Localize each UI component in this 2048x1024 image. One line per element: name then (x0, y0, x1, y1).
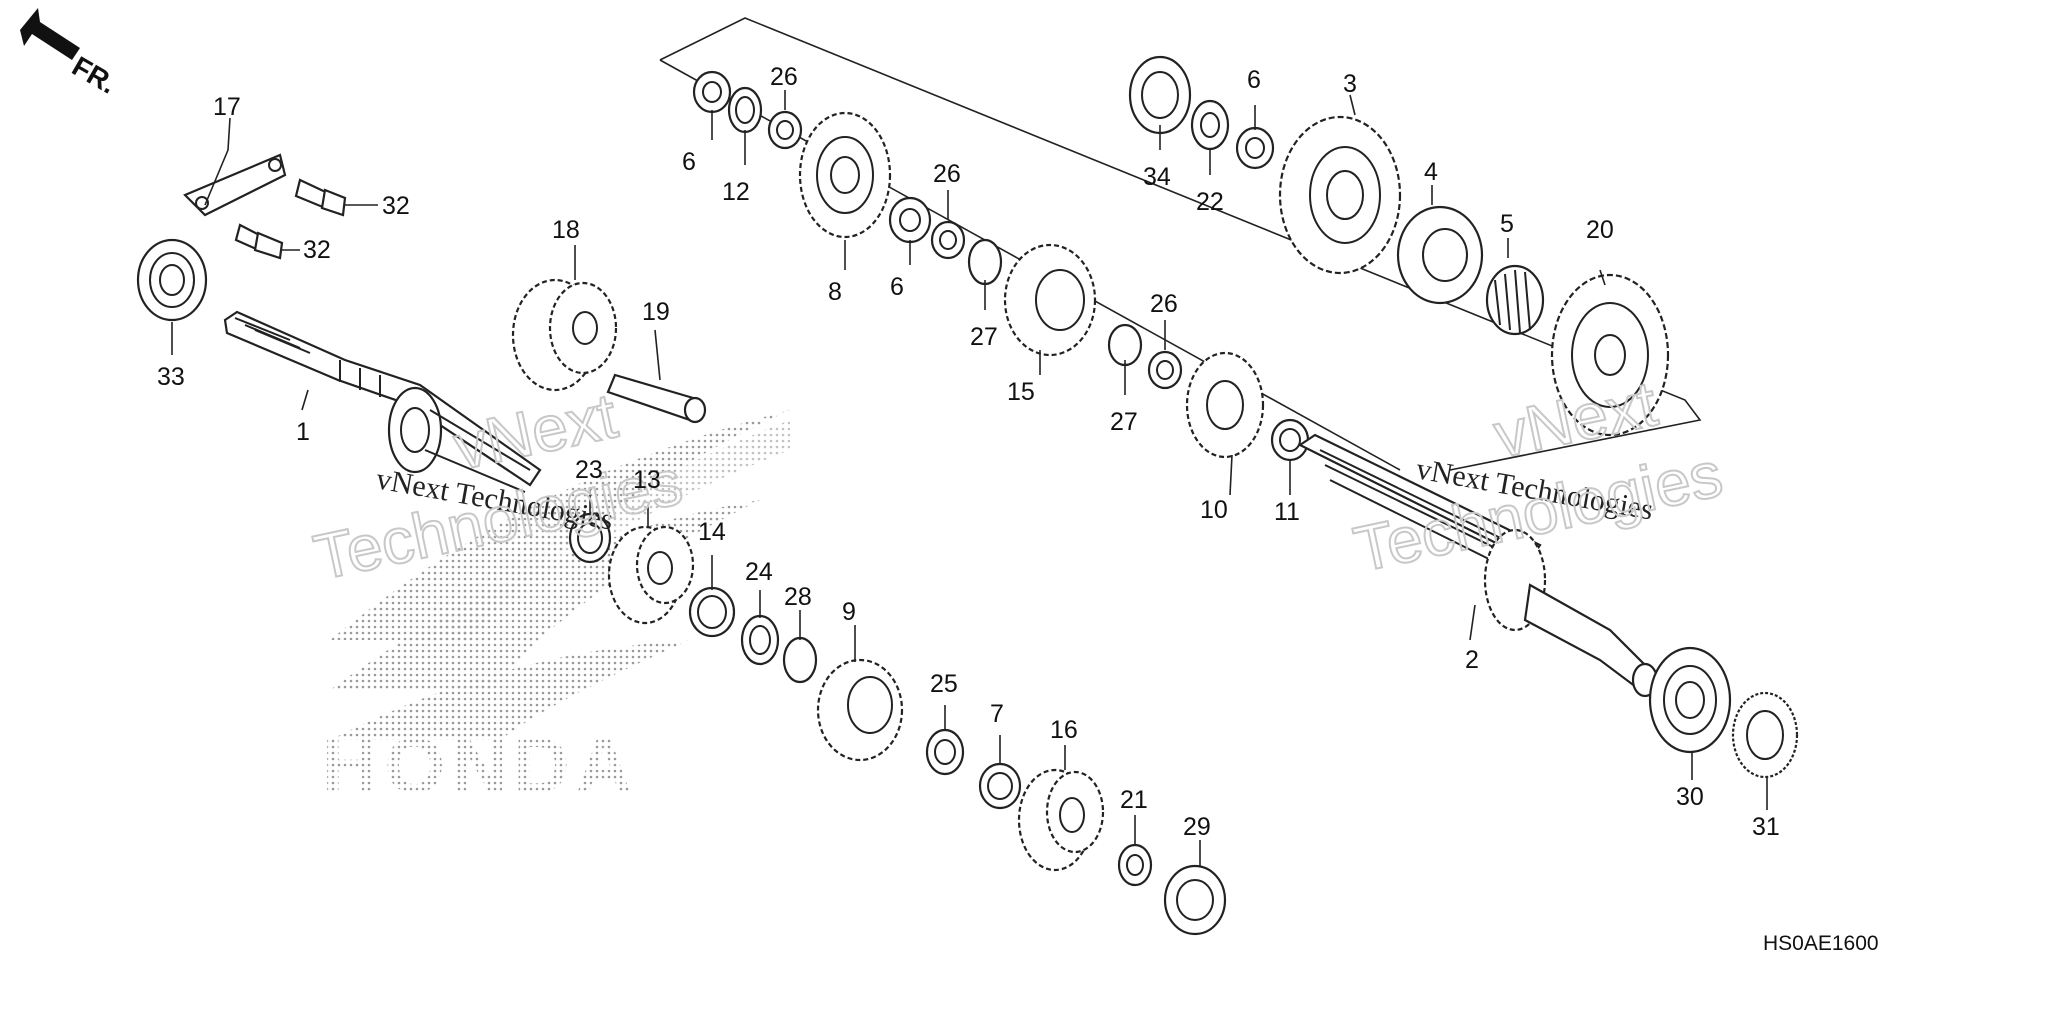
leader-lines (171, 90, 1768, 866)
callout-17: 17 (213, 93, 241, 121)
callout-13: 13 (633, 466, 661, 494)
callout-10: 10 (1200, 496, 1228, 524)
bolt-32-lower (234, 223, 284, 260)
bushing-7 (978, 762, 1022, 810)
callout-19: 19 (642, 298, 670, 326)
needle-bearing-5 (1485, 264, 1545, 336)
bushing-11 (1270, 418, 1310, 462)
bearing-34 (1128, 55, 1192, 135)
bushing-14 (688, 586, 736, 638)
callout-18: 18 (552, 216, 580, 244)
bearing-33 (136, 238, 208, 322)
callout-3: 3 (1343, 70, 1357, 98)
callout-33: 33 (157, 363, 185, 391)
callout-11: 11 (1274, 498, 1300, 526)
washer-25 (925, 728, 965, 776)
bearing-30 (1648, 646, 1732, 754)
mainshaft (223, 310, 542, 493)
countershaft (1297, 433, 1659, 698)
callout-7: 7 (990, 700, 1004, 728)
callout-27-lower: 27 (1110, 408, 1138, 436)
washer-24 (740, 614, 780, 666)
callout-30: 30 (1676, 783, 1704, 811)
circlip-28 (782, 636, 818, 684)
gear-16 (1017, 768, 1105, 872)
callout-4: 4 (1424, 158, 1438, 186)
callout-26-right: 26 (1150, 290, 1178, 318)
front-direction-arrow-icon (20, 8, 80, 60)
callout-26-middle: 26 (933, 160, 961, 188)
washer-26-left (767, 110, 803, 150)
callout-9: 9 (842, 598, 856, 626)
callout-21: 21 (1120, 786, 1148, 814)
bearing-29 (1163, 864, 1227, 936)
callout-6-right: 6 (1247, 66, 1261, 94)
callout-29: 29 (1183, 813, 1211, 841)
callout-26-left: 26 (770, 63, 798, 91)
honda-logo-text: HONDA (322, 721, 638, 809)
figure-code: HS0AE1600 (1763, 932, 1879, 955)
callout-12: 12 (722, 178, 750, 206)
bushing-6-left (692, 70, 732, 114)
callout-1: 1 (296, 418, 310, 446)
callout-8: 8 (828, 278, 842, 306)
setting-plate-17 (183, 153, 287, 217)
gear-15 (1003, 243, 1097, 357)
bolt-32-upper (294, 178, 347, 217)
bushing-6-right (1235, 126, 1275, 170)
gear-18 (511, 278, 618, 392)
washer-26-middle (930, 220, 966, 260)
callout-16: 16 (1050, 716, 1078, 744)
callout-6-left: 6 (682, 148, 696, 176)
callout-28: 28 (784, 583, 812, 611)
callout-27-upper: 27 (970, 323, 998, 351)
callout-31: 31 (1752, 813, 1780, 841)
callout-20: 20 (1586, 216, 1614, 244)
callout-25: 25 (930, 670, 958, 698)
callout-34: 34 (1143, 163, 1171, 191)
washer-21 (1117, 843, 1153, 887)
gear-10 (1185, 351, 1265, 459)
oil-seal-31 (1731, 691, 1799, 779)
circlip-27-upper (967, 238, 1003, 286)
gear-9 (816, 658, 904, 762)
callout-23: 23 (575, 456, 603, 484)
callout-5: 5 (1500, 210, 1514, 238)
callout-32-upper: 32 (382, 192, 410, 220)
circlip-27-lower (1107, 323, 1143, 367)
callout-6-middle: 6 (890, 273, 904, 301)
callout-24: 24 (745, 558, 773, 586)
gear-8 (798, 111, 892, 239)
shaft-19 (606, 373, 707, 424)
front-direction-label: FR. (67, 50, 122, 99)
washer-26-right (1147, 350, 1183, 390)
callout-14: 14 (698, 518, 726, 546)
bushing-6-middle (888, 196, 932, 244)
callout-2: 2 (1465, 646, 1479, 674)
gear-3 (1278, 115, 1402, 275)
gear-20 (1550, 273, 1670, 437)
gear-13 (607, 525, 695, 625)
callout-22: 22 (1196, 188, 1224, 216)
callout-32-lower: 32 (303, 236, 331, 264)
washer-12 (727, 86, 763, 134)
callouts: 1 2 3 4 5 6 6 6 7 8 9 10 11 12 13 14 15 … (157, 63, 1780, 841)
callout-15: 15 (1007, 378, 1035, 406)
hub-4 (1396, 205, 1484, 305)
washer-22 (1190, 99, 1230, 151)
